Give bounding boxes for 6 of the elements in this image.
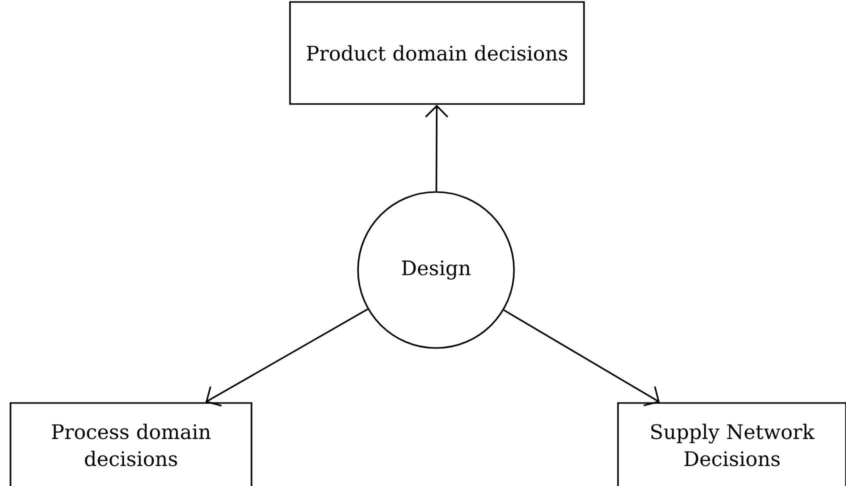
arrow xyxy=(206,308,368,406)
arrow xyxy=(503,309,660,406)
decision-box: Product domain decisions xyxy=(289,1,585,105)
decision-box: Process domain decisions xyxy=(10,402,252,486)
arrow xyxy=(425,104,448,192)
decision-box: Supply Network Decisions xyxy=(617,402,846,486)
